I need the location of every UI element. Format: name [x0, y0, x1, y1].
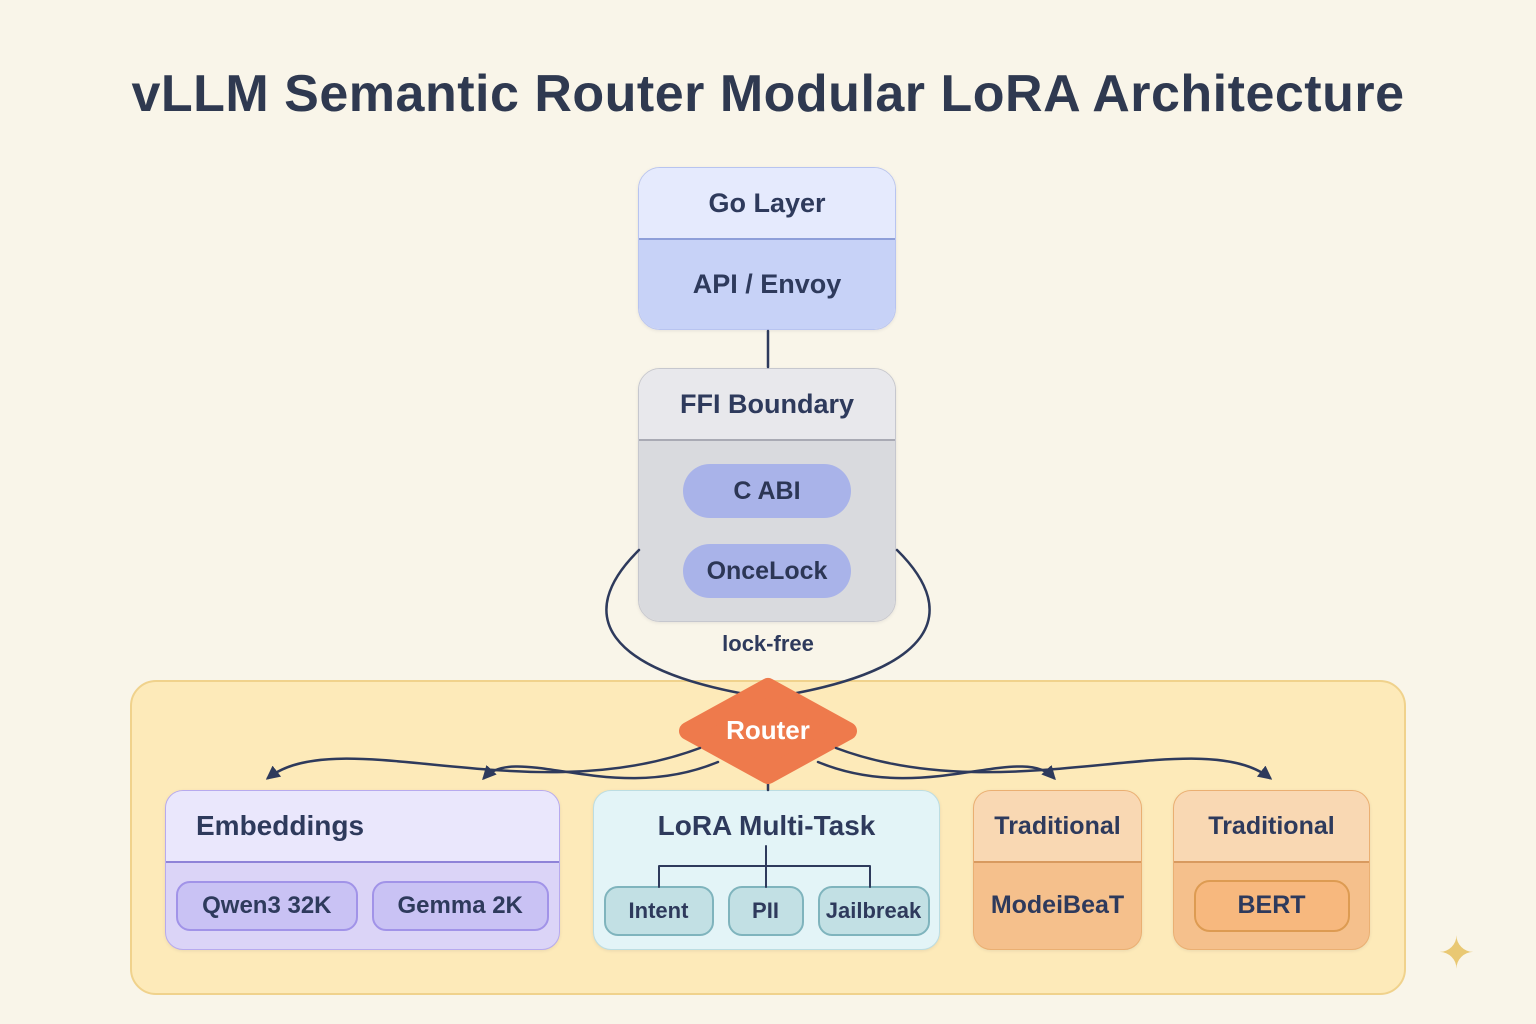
- lock-free-label: lock-free: [722, 631, 814, 656]
- go-layer-title: Go Layer: [639, 168, 895, 240]
- ffi-boundary-body: C ABI OnceLock: [639, 441, 895, 621]
- lora-multi-task-box: LoRA Multi-Task Intent PII Jailbreak: [593, 790, 940, 950]
- bert-pill: BERT: [1193, 879, 1350, 932]
- ffi-boundary-title: FFI Boundary: [639, 369, 895, 441]
- modernbert-label: ModeiBeaT: [990, 891, 1125, 919]
- intent-pill: Intent: [603, 886, 714, 936]
- gemma-2k-pill: Gemma 2K: [371, 880, 549, 931]
- traditional-bert-body: BERT: [1174, 863, 1369, 948]
- page-title: vLLM Semantic Router Modular LoRA Archit…: [131, 65, 1405, 123]
- embeddings-title: Embeddings: [166, 791, 559, 863]
- go-layer-box: Go Layer API / Envoy: [638, 167, 896, 330]
- oncelock-pill: OnceLock: [683, 544, 851, 598]
- embeddings-box: Embeddings Qwen3 32K Gemma 2K: [165, 790, 560, 950]
- traditional-bert-title: Traditional: [1174, 791, 1369, 863]
- lora-multi-task-title: LoRA Multi-Task: [657, 810, 876, 841]
- embeddings-body: Qwen3 32K Gemma 2K: [166, 863, 559, 948]
- sparkle-icon: ✦: [1438, 929, 1475, 978]
- api-envoy-label: API / Envoy: [639, 240, 895, 329]
- qwen3-32k-pill: Qwen3 32K: [176, 880, 358, 931]
- jailbreak-pill: Jailbreak: [817, 886, 930, 936]
- traditional-modernbert-title: Traditional: [974, 791, 1141, 863]
- ffi-boundary-box: FFI Boundary C ABI OnceLock: [638, 368, 896, 622]
- router-label: Router: [726, 715, 810, 745]
- pii-pill: PII: [727, 886, 804, 936]
- traditional-bert-box: Traditional BERT: [1173, 790, 1370, 950]
- traditional-modernbert-box: Traditional ModeiBeaT: [973, 790, 1142, 950]
- lora-multi-task-body: Intent PII Jailbreak: [594, 886, 939, 936]
- c-abi-pill: C ABI: [683, 464, 851, 518]
